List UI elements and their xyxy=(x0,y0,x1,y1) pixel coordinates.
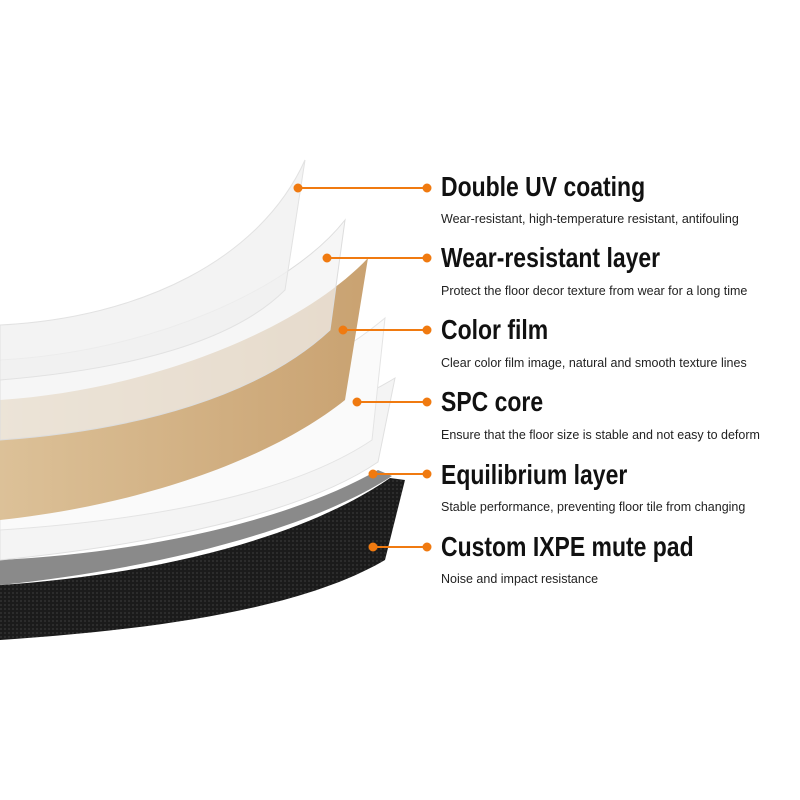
equilibrium-layer xyxy=(0,470,392,585)
layer-desc-equilibrium: Stable performance, preventing floor til… xyxy=(441,500,746,514)
uv-coating-layer xyxy=(0,159,306,381)
layer-desc-spc: Ensure that the floor size is stable and… xyxy=(441,428,760,442)
layer-desc-ixpe: Noise and impact resistance xyxy=(441,572,599,586)
layer-title-equilibrium: Equilibrium layer xyxy=(441,459,628,490)
layer-desc-film: Clear color film image, natural and smoo… xyxy=(441,356,747,370)
layer-desc-uv: Wear-resistant, high-temperature resista… xyxy=(441,212,739,226)
layer-desc-wear: Protect the floor decor texture from wea… xyxy=(441,284,748,298)
layer-title-film: Color film xyxy=(441,314,549,345)
ixpe-pad-layer xyxy=(0,478,405,640)
layer-title-spc: SPC core xyxy=(441,386,544,417)
layer-title-wear: Wear-resistant layer xyxy=(441,242,661,273)
layer-title-uv: Double UV coating xyxy=(441,171,646,202)
layer-title-ixpe: Custom IXPE mute pad xyxy=(441,531,694,562)
